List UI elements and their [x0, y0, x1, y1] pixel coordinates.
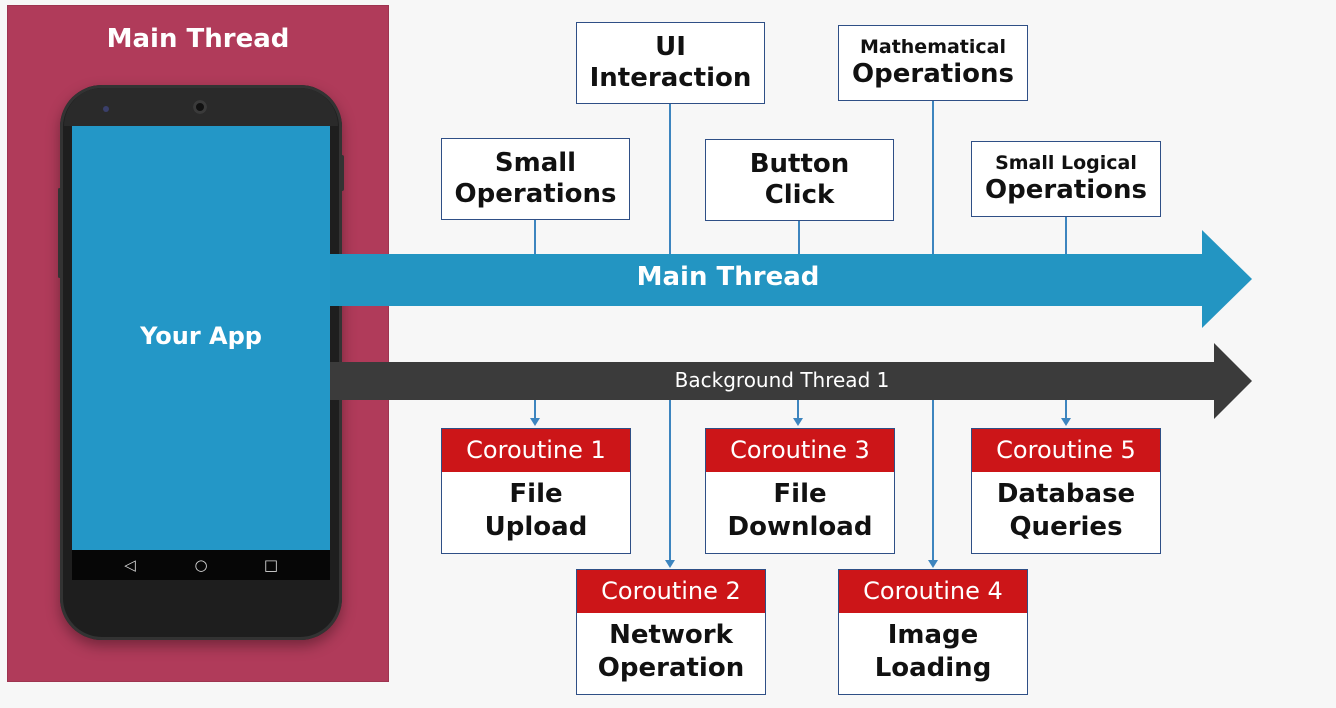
connector-ui-interaction	[669, 100, 671, 254]
connector-coroutine-3	[797, 400, 799, 420]
op-line-2: Operations	[985, 174, 1147, 205]
camera-icon	[193, 100, 207, 114]
coroutine-box-1: Coroutine 1 File Upload	[441, 428, 631, 554]
coroutine-header: Coroutine 4	[839, 570, 1027, 613]
connector-coroutine-1	[534, 400, 536, 420]
coroutine-box-4: Coroutine 4 Image Loading	[838, 569, 1028, 695]
coroutine-box-2: Coroutine 2 Network Operation	[576, 569, 766, 695]
back-icon: ◁	[124, 556, 136, 574]
main-thread-label: Main Thread	[636, 262, 820, 292]
arrowhead-down	[793, 418, 803, 426]
background-thread-arrow	[330, 362, 1214, 400]
phone-screen	[72, 126, 330, 550]
op-line-1: Mathematical	[859, 36, 1007, 58]
coroutine-body: Database Queries	[972, 472, 1160, 543]
coroutine-body: File Download	[706, 472, 894, 543]
coroutine-header: Coroutine 5	[972, 429, 1160, 472]
connector-small-operations	[534, 218, 536, 254]
op-line-1: UI	[655, 31, 686, 62]
op-line-1: Button	[749, 148, 850, 179]
coroutine-line-1: Image	[887, 620, 979, 650]
background-thread-arrowhead	[1214, 343, 1252, 419]
main-thread-arrow	[330, 254, 1202, 306]
op-small-operations: Small Operations	[441, 138, 630, 220]
coroutine-body: Image Loading	[839, 613, 1027, 684]
op-line-1: Small Logical	[995, 152, 1137, 174]
op-small-logical-operations: Small Logical Operations	[971, 141, 1161, 217]
arrowhead-down	[665, 560, 675, 568]
sensor-icon	[103, 106, 109, 112]
arrowhead-down	[530, 418, 540, 426]
coroutine-line-2: Loading	[874, 652, 992, 683]
coroutine-line-1: File	[773, 479, 827, 509]
connector-coroutine-5	[1065, 400, 1067, 420]
connector-coroutine-4	[932, 400, 934, 561]
op-mathematical-operations: Mathematical Operations	[838, 25, 1028, 101]
volume-button	[58, 188, 61, 278]
arrowhead-down	[1061, 418, 1071, 426]
home-icon: ○	[194, 556, 208, 574]
app-label: Your App	[140, 322, 262, 350]
coroutine-line-1: Database	[996, 479, 1136, 509]
main-thread-arrowhead	[1202, 230, 1252, 328]
coroutine-line-2: Download	[727, 511, 873, 542]
recent-apps-icon: □	[263, 556, 279, 574]
coroutine-line-2: Upload	[484, 511, 588, 542]
op-line-2: Interaction	[589, 63, 752, 93]
coroutine-body: Network Operation	[577, 613, 765, 684]
op-line-2: Click	[764, 180, 835, 210]
coroutine-header: Coroutine 3	[706, 429, 894, 472]
power-button	[340, 155, 344, 191]
connector-mathematical-operations	[932, 98, 934, 254]
connector-coroutine-2	[669, 400, 671, 561]
panel-title: Main Thread	[106, 24, 290, 54]
op-line-1: Small	[494, 147, 577, 178]
phone-navbar	[72, 550, 330, 580]
connector-small-logical-operations	[1065, 214, 1067, 254]
op-button-click: Button Click	[705, 139, 894, 221]
arrowhead-down	[928, 560, 938, 568]
coroutine-box-5: Coroutine 5 Database Queries	[971, 428, 1161, 554]
coroutine-line-2: Queries	[1009, 511, 1123, 542]
coroutine-box-3: Coroutine 3 File Download	[705, 428, 895, 554]
coroutine-line-1: Network	[609, 620, 733, 650]
coroutine-header: Coroutine 2	[577, 570, 765, 613]
coroutine-line-2: Operation	[597, 652, 745, 683]
coroutine-line-1: File	[509, 479, 563, 509]
op-line-2: Operations	[454, 179, 617, 209]
background-thread-label: Background Thread 1	[674, 368, 890, 392]
op-line-2: Operations	[852, 58, 1014, 89]
connector-button-click	[798, 218, 800, 254]
coroutine-body: File Upload	[442, 472, 630, 543]
coroutine-header: Coroutine 1	[442, 429, 630, 472]
op-ui-interaction: UI Interaction	[576, 22, 765, 104]
